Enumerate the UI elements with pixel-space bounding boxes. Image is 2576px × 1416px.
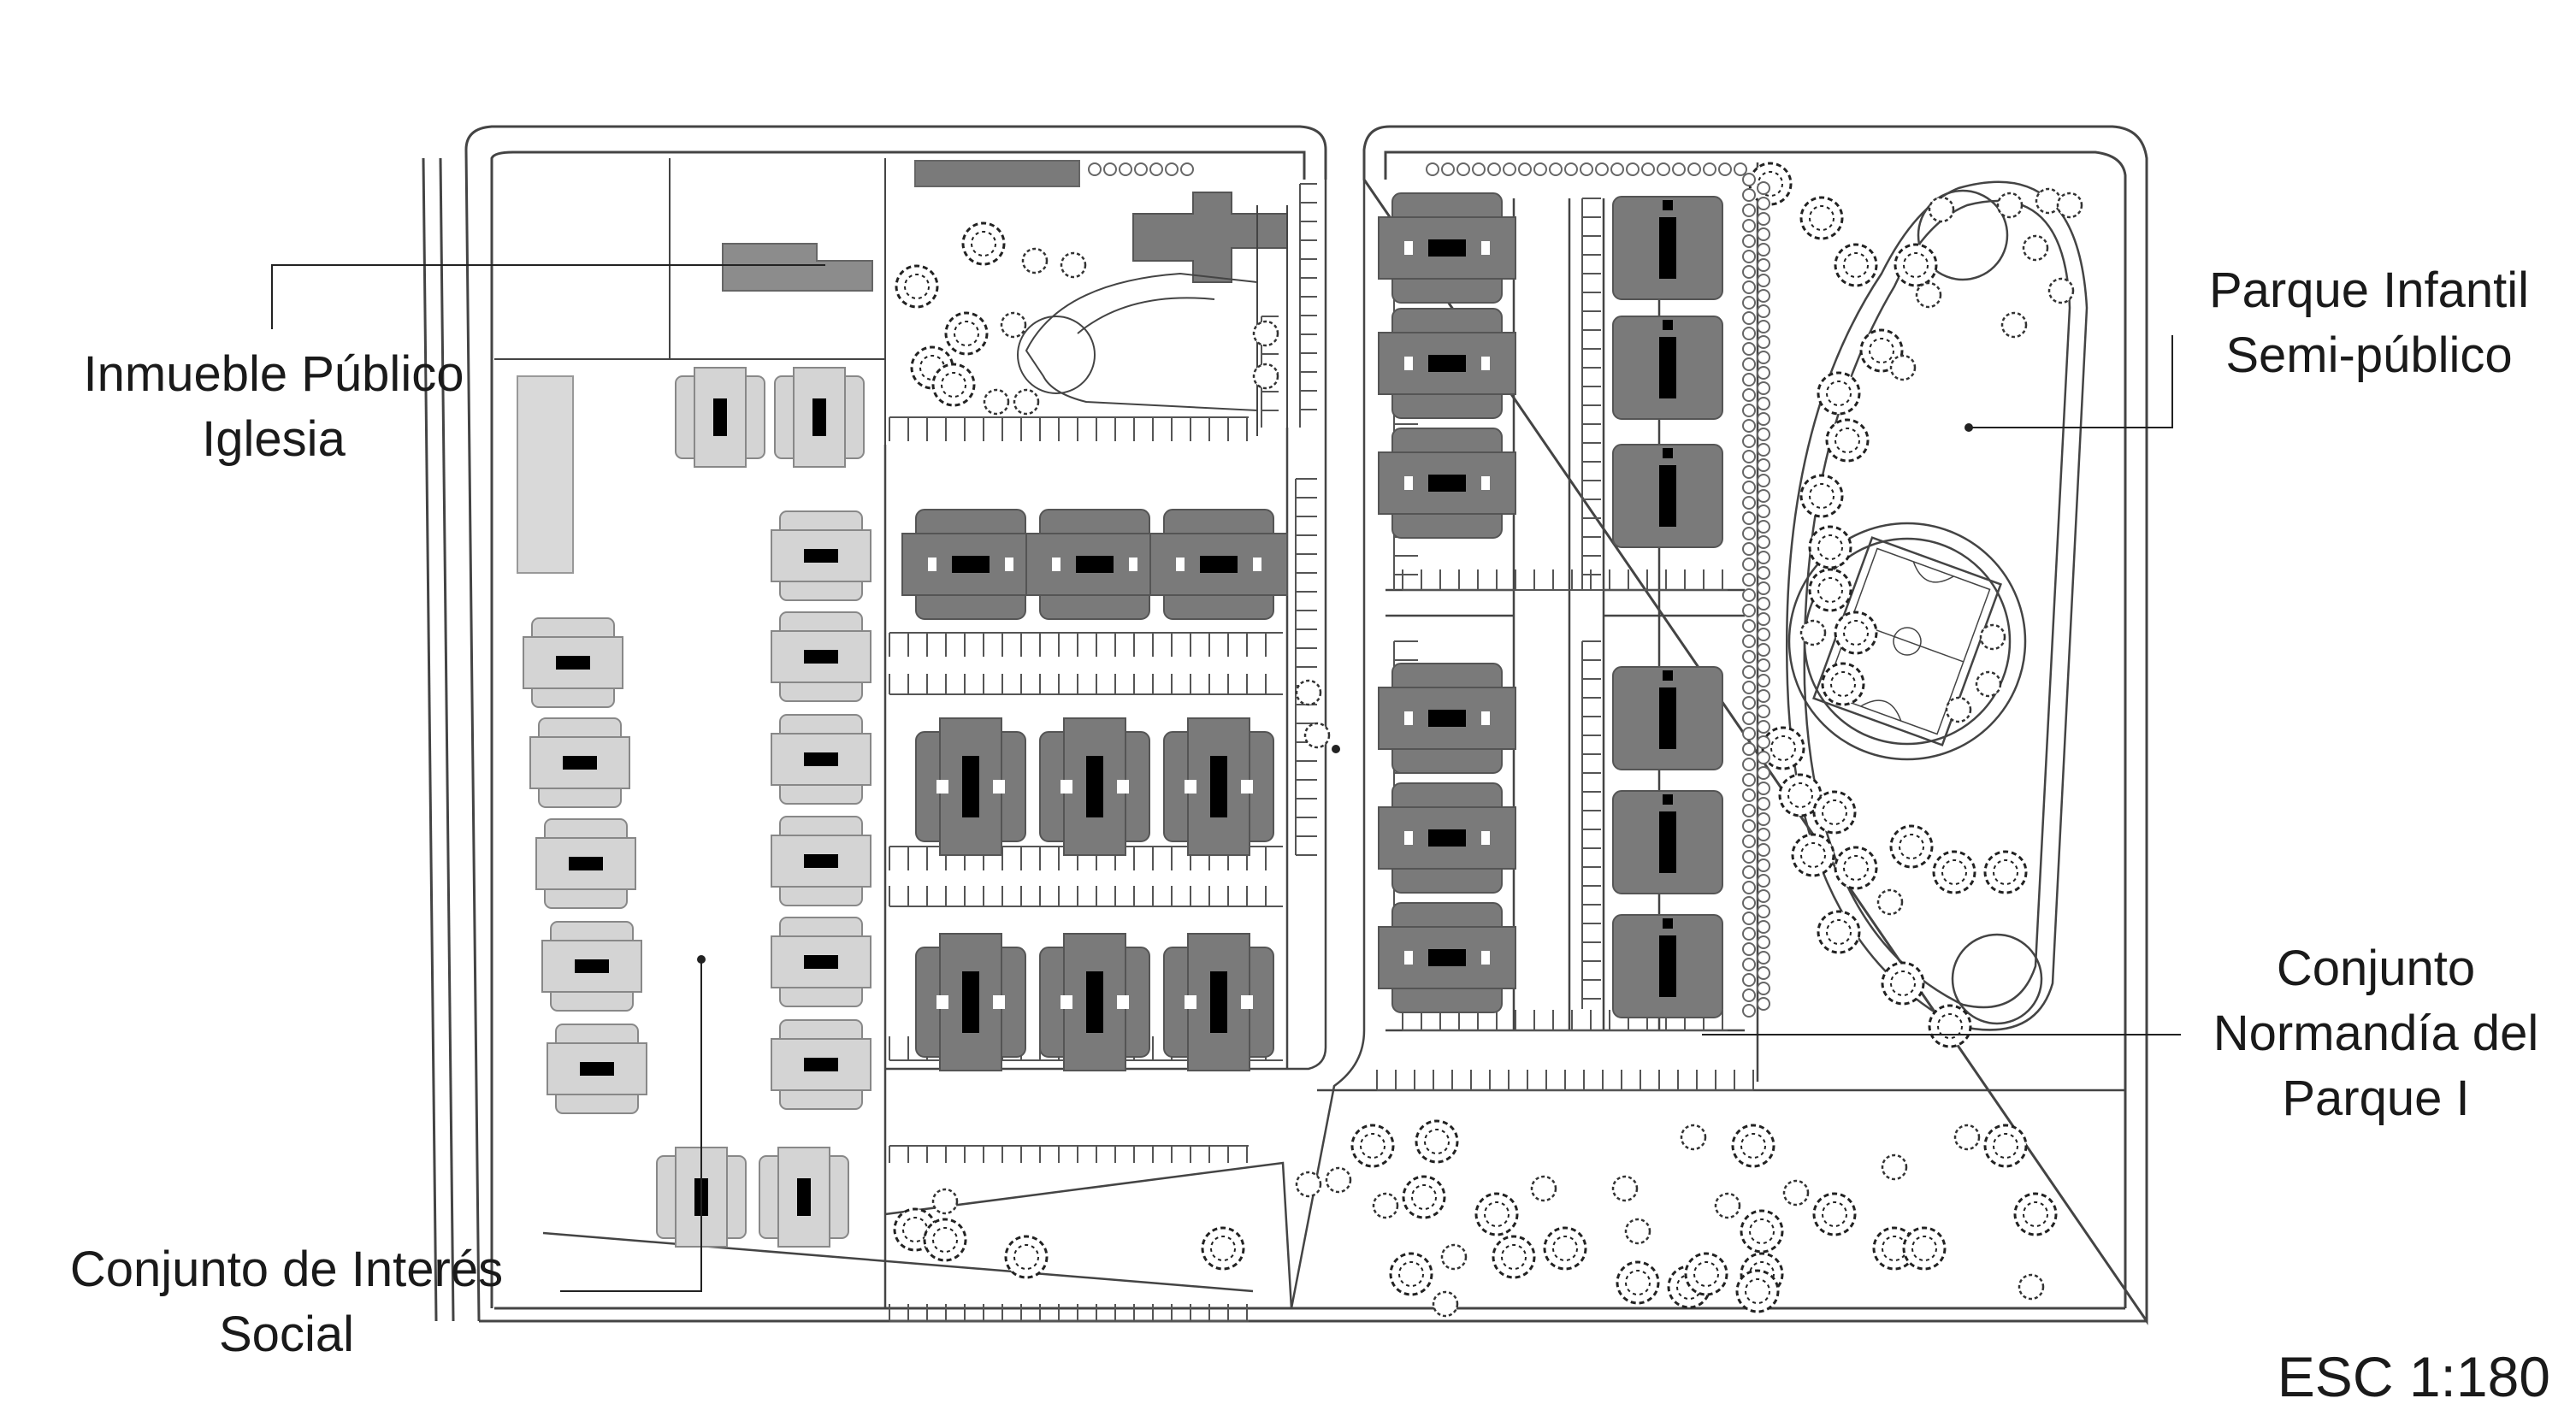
label-parque-line2: Semi-público: [2225, 327, 2513, 383]
label-normandia: Conjunto Normandía del Parque I: [2179, 936, 2573, 1131]
label-normandia-line2: Normandía del: [2213, 1006, 2539, 1061]
label-parque: Parque Infantil Semi-público: [2172, 258, 2566, 388]
label-interes: Conjunto de Interés Social: [26, 1237, 547, 1367]
label-normandia-line1: Conjunto: [2276, 941, 2476, 996]
scale-label: ESC 1:180: [2277, 1345, 2550, 1408]
church-area: [494, 158, 886, 574]
top-garden: [914, 160, 1288, 436]
label-iglesia-line2: Iglesia: [202, 411, 346, 467]
label-normandia-line3: Parque I: [2282, 1071, 2470, 1126]
label-iglesia-line1: Inmueble Público: [83, 346, 464, 402]
label-iglesia: Inmueble Público Iglesia: [51, 342, 496, 472]
label-interes-line1: Conjunto de Interés: [69, 1242, 504, 1297]
label-interes-line2: Social: [219, 1307, 354, 1362]
label-parque-line1: Parque Infantil: [2208, 263, 2530, 318]
site-boundary: [422, 125, 2148, 1325]
